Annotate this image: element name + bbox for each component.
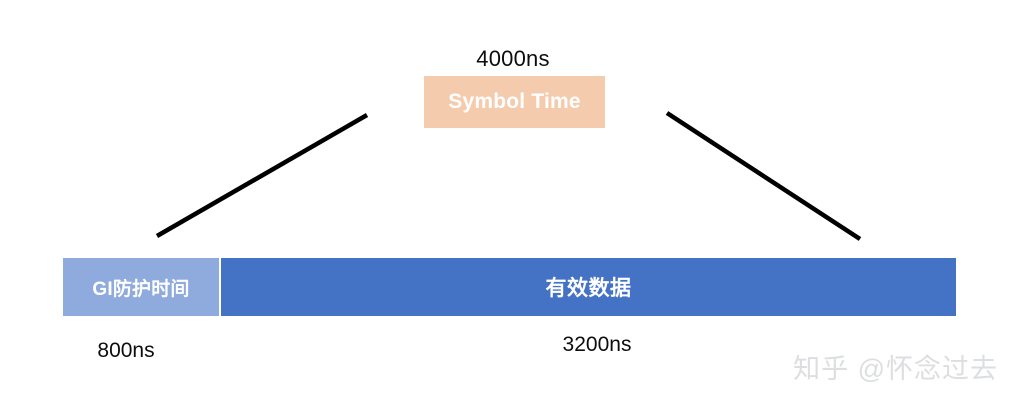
timeline-segment-divider (219, 258, 221, 316)
symbol-time-box: Symbol Time (424, 76, 605, 128)
guard-interval-duration-label: 800ns (97, 339, 155, 362)
timeline-segment-guard-interval-label: GI防护时间 (92, 278, 190, 300)
timeline-segment-guard-interval: GI防护时间 (63, 258, 219, 316)
connector-line-right (665, 111, 862, 241)
watermark: 知乎 @怀念过去 (793, 354, 998, 384)
timeline-bar: GI防护时间 有效数据 (63, 258, 956, 316)
symbol-time-box-label: Symbol Time (448, 90, 581, 113)
timeline-segment-valid-data-label: 有效数据 (545, 277, 632, 300)
timeline-segment-valid-data: 有效数据 (221, 258, 956, 316)
connector-line-left (155, 113, 369, 238)
symbol-time-duration-label: 4000ns (476, 46, 550, 71)
valid-data-duration-label: 3200ns (562, 333, 632, 356)
